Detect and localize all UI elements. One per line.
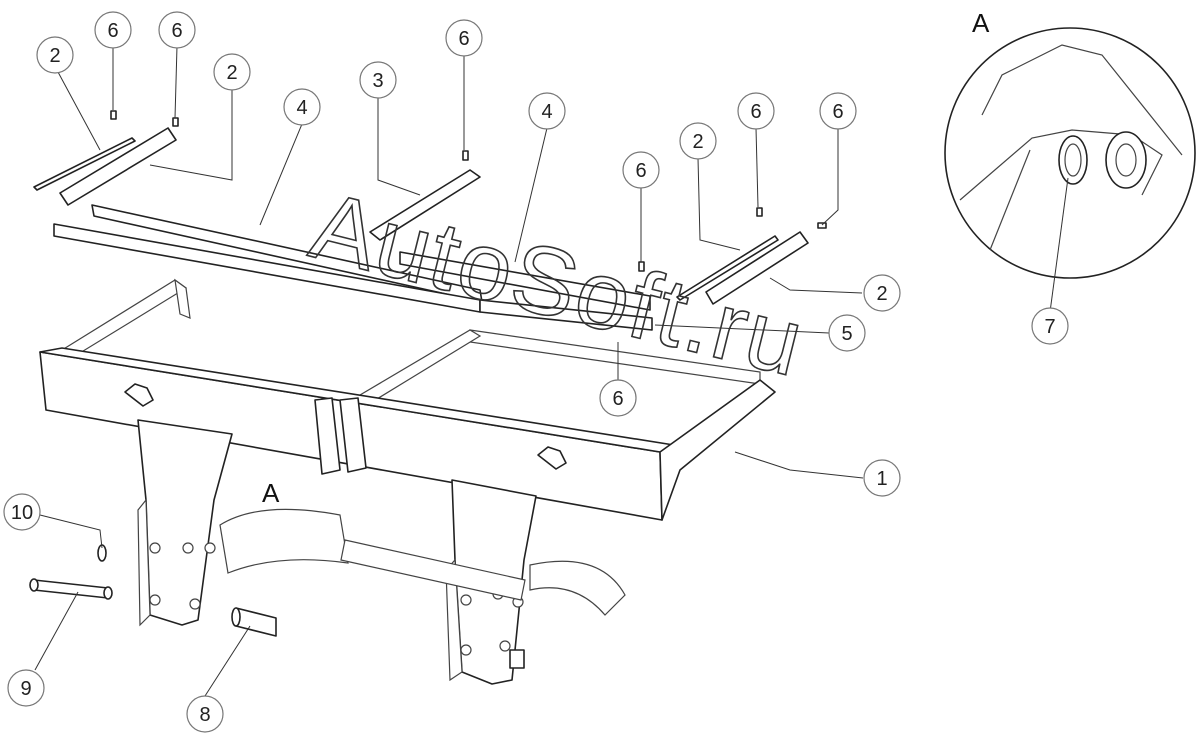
callout-6-mid-right: 6 bbox=[622, 151, 660, 189]
long-bar-4-right bbox=[399, 251, 651, 311]
callout-9: 9 bbox=[7, 669, 45, 707]
bolt-6-left-a bbox=[110, 110, 117, 120]
callout-4-right: 4 bbox=[528, 92, 566, 130]
plate-2-right-b bbox=[705, 231, 809, 305]
lower-linkage bbox=[219, 508, 626, 616]
callout-10: 10 bbox=[3, 493, 41, 531]
svg-text:2: 2 bbox=[49, 45, 60, 67]
svg-text:6: 6 bbox=[635, 160, 646, 182]
callout-2-right: 2 bbox=[679, 122, 717, 160]
svg-text:1: 1 bbox=[876, 468, 887, 490]
svg-text:2: 2 bbox=[226, 62, 237, 84]
svg-text:6: 6 bbox=[612, 388, 623, 410]
plate-2-left-b bbox=[59, 127, 177, 206]
callout-7: 7 bbox=[1031, 307, 1069, 345]
strip-2-left-a bbox=[33, 137, 136, 191]
callout-8: 8 bbox=[186, 695, 224, 733]
bolt-6-right-a bbox=[756, 207, 763, 217]
callout-6-frame: 6 bbox=[599, 379, 637, 417]
callout-2-right-b: 2 bbox=[863, 274, 901, 312]
svg-text:2: 2 bbox=[692, 131, 703, 153]
strip-2-right-a bbox=[676, 235, 779, 301]
svg-text:5: 5 bbox=[841, 323, 852, 345]
callout-2-top-left: 2 bbox=[36, 36, 74, 74]
callout-4-left: 4 bbox=[283, 88, 321, 126]
bolt-6-left-b bbox=[172, 117, 179, 127]
watermark: AutoSoft.ru bbox=[301, 172, 814, 397]
svg-text:6: 6 bbox=[171, 20, 182, 42]
bushing-8 bbox=[231, 607, 277, 637]
svg-text:6: 6 bbox=[832, 101, 843, 123]
svg-text:6: 6 bbox=[750, 101, 761, 123]
detail-view-a bbox=[944, 27, 1196, 279]
svg-text:8: 8 bbox=[199, 704, 210, 726]
bolt-6-center bbox=[462, 150, 469, 161]
detail-reference-label: A bbox=[262, 478, 280, 508]
bar-5-right bbox=[479, 299, 653, 331]
callout-6-right-a: 6 bbox=[737, 92, 775, 130]
callout-5: 5 bbox=[828, 314, 866, 352]
svg-text:4: 4 bbox=[296, 97, 307, 119]
svg-text:10: 10 bbox=[11, 502, 33, 524]
svg-text:4: 4 bbox=[541, 101, 552, 123]
callout-1: 1 bbox=[863, 459, 901, 497]
svg-text:6: 6 bbox=[458, 28, 469, 50]
callout-6-center: 6 bbox=[445, 19, 483, 57]
callout-2-top-left-b: 2 bbox=[213, 53, 251, 91]
svg-text:7: 7 bbox=[1044, 316, 1055, 338]
leader-lines bbox=[34, 45, 1069, 697]
detail-view-title: A bbox=[972, 8, 990, 38]
svg-text:9: 9 bbox=[20, 678, 31, 700]
svg-text:6: 6 bbox=[107, 20, 118, 42]
svg-text:3: 3 bbox=[372, 70, 383, 92]
svg-text:2: 2 bbox=[876, 283, 887, 305]
callout-6-right-b: 6 bbox=[819, 92, 857, 130]
bolt-6-right-b bbox=[817, 222, 827, 229]
pin-9 bbox=[29, 578, 113, 600]
callout-6-top-left-b: 6 bbox=[158, 11, 196, 49]
left-leg bbox=[137, 419, 233, 627]
plate-3-center bbox=[369, 169, 481, 241]
main-frame-1 bbox=[39, 278, 776, 521]
callout-6-top-left-a: 6 bbox=[94, 11, 132, 49]
callout-3: 3 bbox=[359, 61, 397, 99]
